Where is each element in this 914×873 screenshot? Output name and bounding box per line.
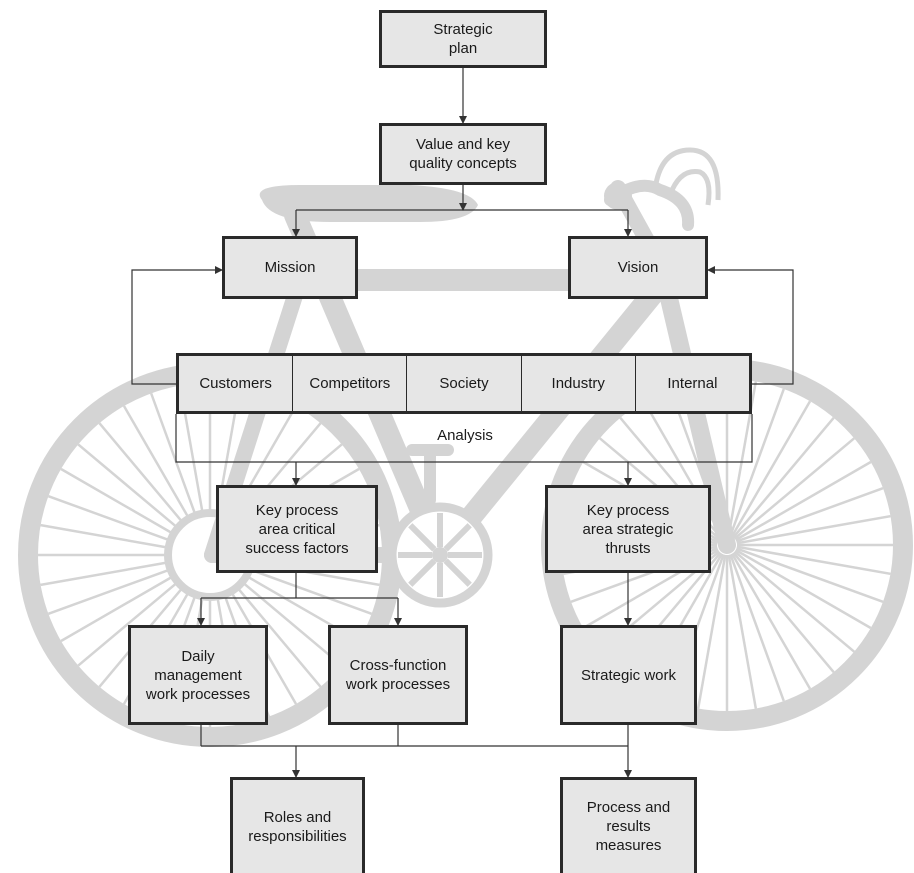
analysis-industry: Industry [520,356,635,411]
handlebar-grip [604,147,721,210]
analysis-internal: Internal [634,356,749,411]
cross-function-box: Cross-function work processes [328,625,468,725]
analysis-competitors: Competitors [292,356,406,411]
mission-box: Mission [222,236,358,299]
analysis-label: Analysis [420,427,510,444]
key-process-thrusts-box: Key process area strategic thrusts [545,485,711,573]
value-concepts-box: Value and key quality concepts [379,123,547,185]
vision-box: Vision [568,236,708,299]
bike-seat [259,185,478,222]
analysis-customers: Customers [199,375,272,392]
daily-management-box: Daily management work processes [128,625,268,725]
process-measures-box: Process and results measures [560,777,697,873]
roles-responsibilities-box: Roles and responsibilities [230,777,365,873]
analysis-factors-box: Customers Competitors Society Industry I… [176,353,752,414]
key-process-csf-box: Key process area critical success factor… [216,485,378,573]
strategic-plan-box: Strategic plan [379,10,547,68]
analysis-society: Society [406,356,520,411]
strategic-work-box: Strategic work [560,625,697,725]
chainring [387,502,493,608]
